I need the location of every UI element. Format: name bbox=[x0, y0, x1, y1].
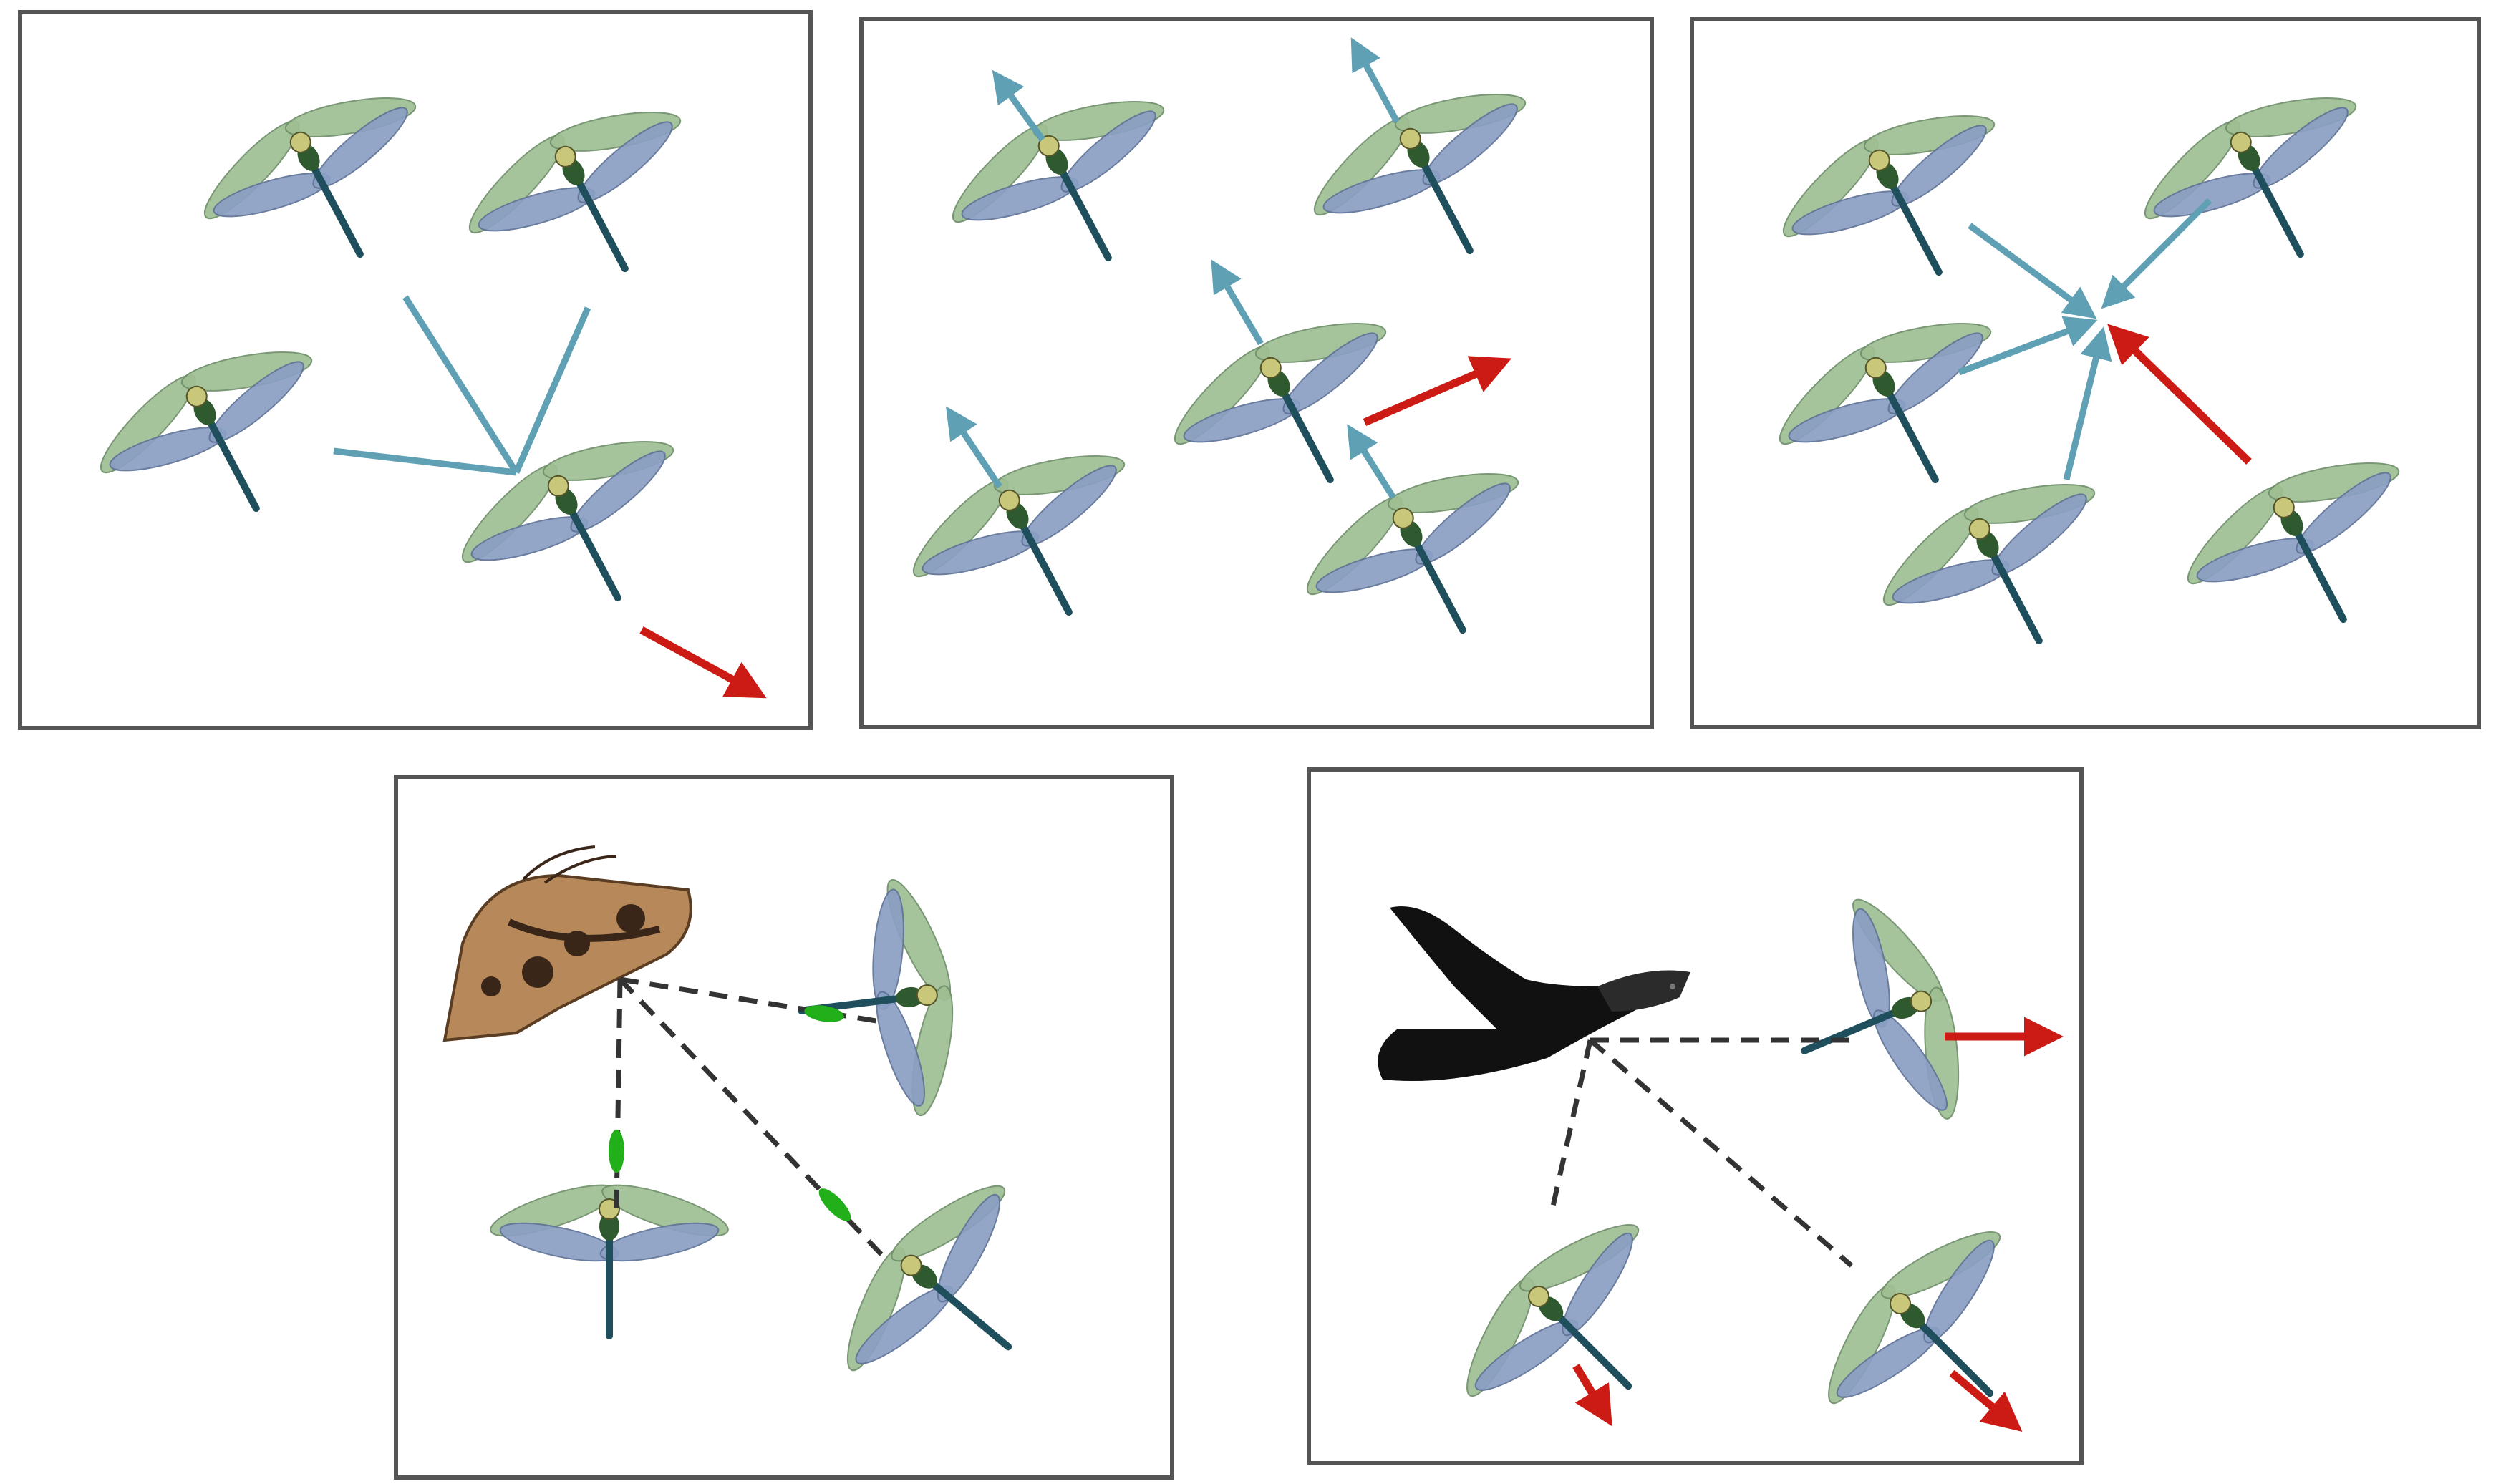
dragonfly-icon bbox=[432, 397, 730, 660]
dragonfly-icon bbox=[805, 1148, 1091, 1445]
moth-icon bbox=[442, 845, 692, 1042]
arrow-icon bbox=[1572, 1364, 1612, 1427]
dragonfly-icon bbox=[782, 868, 977, 1135]
enemy-distraction-diagram bbox=[1378, 873, 2081, 1484]
arrow-icon bbox=[1958, 316, 2098, 376]
cohesion-diagram bbox=[1750, 54, 2455, 703]
arrow-icon bbox=[1347, 424, 1396, 500]
alignment-diagram bbox=[884, 37, 1582, 692]
arrow-icon bbox=[2101, 198, 2212, 309]
arrow-icon bbox=[946, 406, 1002, 489]
panel-enemy-distraction bbox=[1307, 767, 2084, 1484]
dragonfly-icon bbox=[884, 412, 1181, 674]
dragonfly-icon bbox=[1426, 1184, 1719, 1477]
dragonfly-icon bbox=[175, 54, 472, 316]
arrow-icon bbox=[2063, 326, 2112, 481]
dragonfly-icon bbox=[1752, 873, 2002, 1167]
dragonfly-icon bbox=[1754, 72, 2051, 334]
attraction-marker bbox=[609, 1130, 624, 1173]
arrow-icon bbox=[1363, 356, 1512, 427]
separation-line bbox=[333, 447, 517, 476]
dragonfly-icon bbox=[923, 57, 1220, 320]
panel-alignment bbox=[859, 17, 1654, 729]
food-attraction-diagram bbox=[442, 845, 1091, 1445]
attraction-marker bbox=[818, 1188, 851, 1221]
dragonfly-icon bbox=[71, 308, 368, 571]
dragonfly-icon bbox=[440, 68, 737, 331]
dashed-line bbox=[619, 976, 886, 1025]
arrow-icon bbox=[1968, 223, 2097, 319]
dashed-line bbox=[614, 979, 623, 1209]
panel-separation bbox=[18, 10, 813, 730]
panel-food-attraction bbox=[394, 775, 1174, 1480]
panel-cohesion bbox=[1690, 17, 2481, 729]
bird-icon bbox=[1378, 906, 1690, 1081]
separation-diagram bbox=[71, 54, 767, 699]
separation-line bbox=[402, 295, 519, 475]
attraction-marker bbox=[804, 1005, 844, 1022]
arrow-icon bbox=[639, 626, 767, 699]
arrow-icon bbox=[1350, 37, 1400, 124]
dashed-line bbox=[618, 977, 891, 1264]
dashed-line bbox=[1548, 1039, 1593, 1216]
separation-line bbox=[513, 306, 591, 474]
arrow-icon bbox=[992, 69, 1045, 142]
arrow-icon bbox=[1949, 1369, 2023, 1432]
dragonfly-icon bbox=[485, 1174, 734, 1340]
arrow-icon bbox=[2107, 324, 2252, 465]
arrow-icon bbox=[1211, 259, 1264, 346]
dragonfly-icon bbox=[1788, 1191, 2081, 1484]
dragonfly-icon bbox=[2115, 54, 2412, 316]
dragonfly-icon bbox=[1285, 50, 1582, 313]
dragonfly-icon bbox=[1854, 440, 2151, 703]
dragonfly-icon bbox=[2158, 419, 2455, 682]
dashed-line bbox=[1588, 1038, 1854, 1268]
